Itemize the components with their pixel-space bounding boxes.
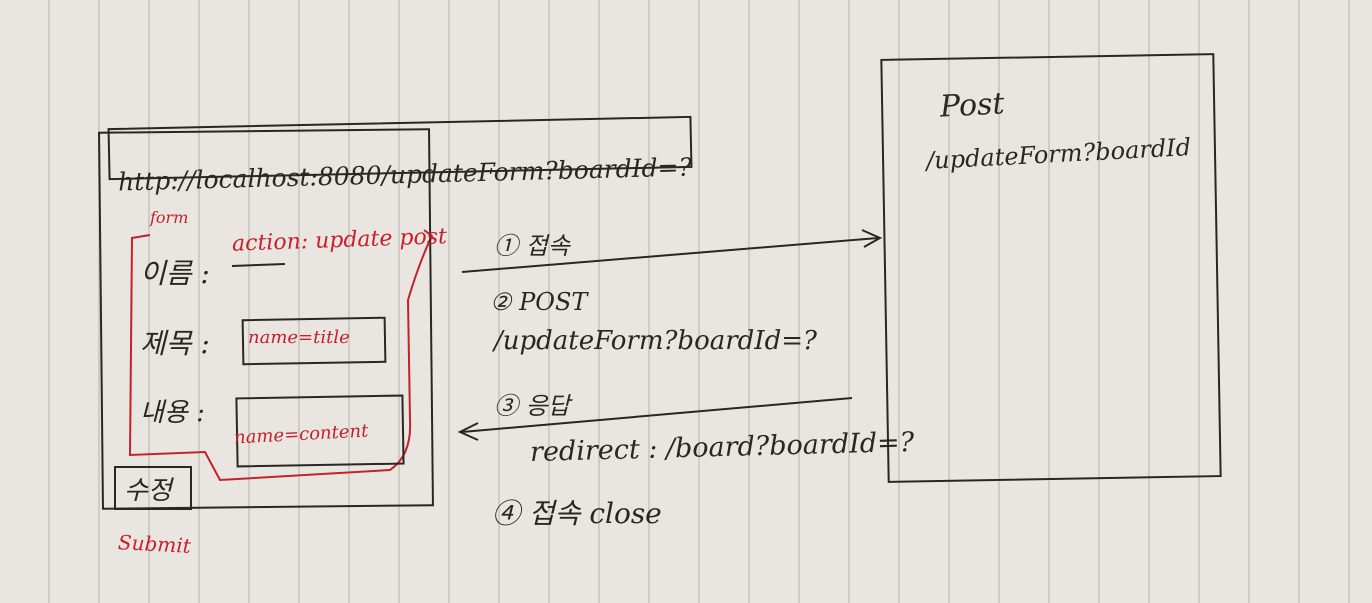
step-4-close: ④ 접속 close <box>492 497 662 530</box>
form-tag-label: form <box>150 208 189 227</box>
field-label-title: 제목 : <box>140 327 210 360</box>
request-arrow <box>461 237 879 273</box>
form-outline <box>128 229 434 482</box>
server-method: Post <box>939 86 1006 125</box>
request-arrowhead <box>861 229 883 248</box>
response-arrowhead <box>457 422 479 441</box>
response-arrow <box>461 397 853 433</box>
step-3-response: ③ 응답 <box>494 392 570 420</box>
field-label-content: 내용 : <box>140 398 205 428</box>
step-2-post: ② POST <box>490 288 588 316</box>
submit-annotation: Submit <box>117 530 192 558</box>
step-1-connect: ① 접속 <box>494 232 570 260</box>
field-label-name: 이름 : <box>140 257 210 290</box>
submit-button-label: 수정 <box>124 476 172 506</box>
action-underline <box>231 263 286 267</box>
step-2-path: /updateForm?boardId=? <box>494 326 817 356</box>
title-input-name: name=title <box>248 327 350 348</box>
submit-button[interactable] <box>114 466 192 510</box>
server-box <box>880 53 1222 483</box>
